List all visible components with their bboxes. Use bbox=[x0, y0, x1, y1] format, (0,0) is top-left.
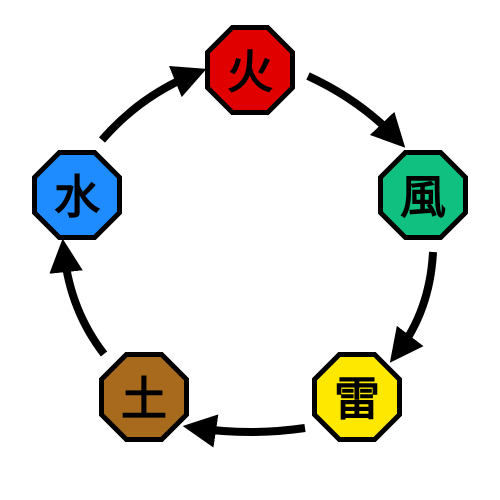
octagon-wind bbox=[378, 150, 468, 240]
node-wind: 風 bbox=[378, 150, 468, 240]
octagon-earth bbox=[99, 352, 189, 442]
glyph-water: 水 bbox=[54, 170, 101, 224]
cycle-arrows bbox=[49, 66, 437, 448]
octagon-fire bbox=[205, 25, 295, 115]
glyph-fire: 火 bbox=[227, 45, 273, 99]
arrow-lightning-to-earth bbox=[182, 414, 306, 448]
node-water: 水 bbox=[32, 150, 122, 240]
glyph-wind: 風 bbox=[400, 170, 446, 224]
octagon-lightning bbox=[312, 352, 402, 442]
arrow-wind-to-lightning bbox=[389, 251, 437, 363]
arrow-earth-to-water bbox=[49, 238, 108, 357]
glyph-earth: 土 bbox=[121, 372, 167, 426]
node-lightning: 雷 bbox=[312, 352, 402, 442]
arrow-fire-to-wind bbox=[306, 72, 406, 148]
node-earth: 土 bbox=[99, 352, 189, 442]
glyph-lightning: 雷 bbox=[334, 372, 380, 426]
octagon-water bbox=[32, 150, 122, 240]
node-fire: 火 bbox=[205, 25, 295, 115]
arrow-water-to-fire bbox=[98, 66, 207, 143]
